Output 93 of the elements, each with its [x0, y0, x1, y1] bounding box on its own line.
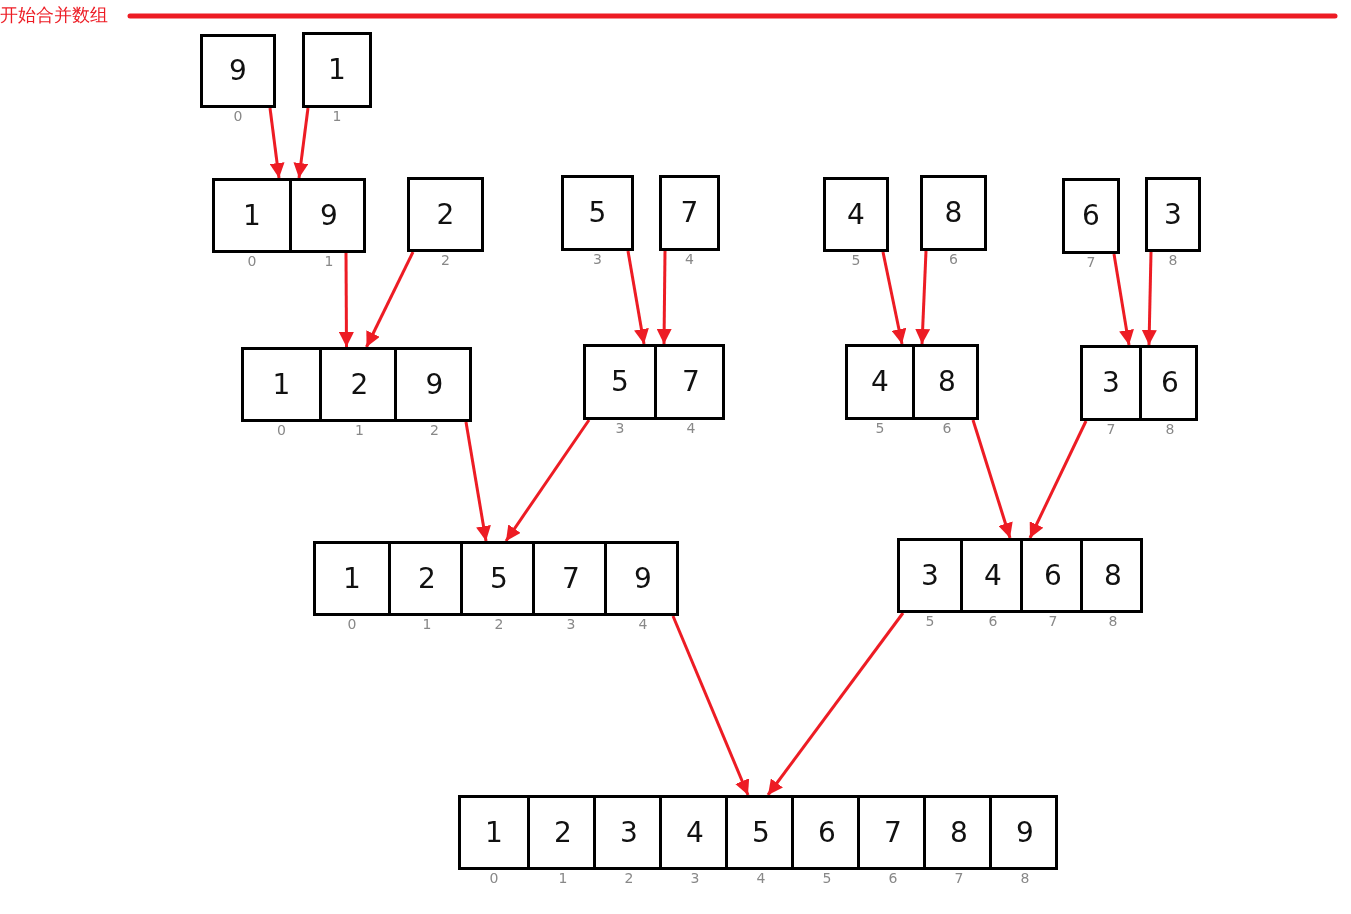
cell-value: 5 — [611, 368, 629, 396]
cell-value: 9 — [229, 57, 247, 85]
arrow — [1028, 420, 1088, 539]
index-label: 6 — [949, 252, 958, 266]
index-label: 5 — [822, 871, 832, 885]
cell-value: 5 — [752, 818, 770, 847]
cell-value: 6 — [1044, 561, 1062, 590]
index-label: 3 — [690, 871, 700, 885]
index-label: 8 — [1168, 253, 1178, 267]
index-label: 7 — [1106, 422, 1116, 436]
arrow — [671, 615, 750, 796]
cell-value: 3 — [1164, 200, 1182, 229]
arrow — [365, 251, 415, 348]
cell-value: 8 — [938, 368, 956, 396]
index-label: 4 — [686, 421, 696, 435]
cell-value: 6 — [1082, 202, 1100, 230]
index-label: 0 — [489, 871, 499, 885]
heading: 开始合并数组 — [0, 5, 108, 25]
cell-value: 3 — [1102, 369, 1120, 397]
index-label: 4 — [756, 871, 766, 885]
cell-value: 4 — [847, 200, 865, 229]
cell-value: 4 — [686, 818, 704, 847]
arrow — [656, 251, 672, 344]
index-label: 6 — [888, 871, 898, 885]
cell-value: 5 — [490, 564, 508, 593]
cell-value: 7 — [562, 564, 580, 593]
cell-value: 1 — [343, 564, 361, 593]
index-label: 1 — [558, 871, 568, 885]
index-label: 1 — [422, 617, 432, 631]
cell-value: 2 — [436, 200, 455, 229]
cell-value: 7 — [884, 818, 902, 847]
index-label: 7 — [1048, 614, 1058, 628]
index-label: 1 — [332, 109, 342, 123]
arrow — [626, 250, 649, 345]
arrow — [915, 250, 931, 345]
index-label: 0 — [233, 109, 243, 123]
arrow — [881, 251, 907, 345]
cell-value: 3 — [921, 561, 939, 590]
arrow — [504, 419, 591, 542]
cell-value: 1 — [328, 56, 346, 84]
index-label: 4 — [685, 252, 694, 266]
index-label: 0 — [247, 254, 257, 268]
index-label: 0 — [347, 617, 357, 631]
cell-value: 4 — [871, 368, 889, 396]
cell-value: 6 — [1161, 369, 1179, 397]
index-label: 8 — [1165, 422, 1175, 436]
index-label: 2 — [624, 871, 634, 885]
index-label: 1 — [355, 423, 364, 437]
cell-value: 8 — [950, 818, 968, 847]
index-label: 6 — [988, 614, 998, 628]
cell-value: 9 — [425, 370, 444, 399]
index-label: 5 — [875, 421, 885, 435]
index-label: 0 — [277, 423, 286, 437]
index-label: 8 — [1020, 871, 1030, 885]
arrow — [1141, 251, 1157, 346]
cell-value: 7 — [682, 368, 700, 396]
cell-value: 1 — [243, 201, 261, 230]
cell-value: 1 — [272, 370, 291, 399]
cell-value: 2 — [554, 818, 572, 847]
index-label: 4 — [638, 617, 648, 631]
arrow — [338, 253, 354, 347]
cell-value: 9 — [634, 564, 652, 593]
cell-value: 2 — [350, 370, 369, 399]
arrow — [293, 107, 310, 179]
index-label: 5 — [851, 253, 861, 267]
cell-value: 2 — [418, 564, 436, 593]
cell-value: 6 — [818, 818, 836, 847]
cell-value: 9 — [1016, 818, 1034, 847]
index-label: 2 — [441, 253, 450, 267]
index-label: 7 — [954, 871, 964, 885]
cell-value: 4 — [984, 561, 1002, 590]
arrow — [1112, 253, 1134, 346]
index-label: 8 — [1108, 614, 1118, 628]
cell-value: 9 — [320, 201, 338, 230]
index-label: 2 — [494, 617, 504, 631]
arrow — [464, 421, 491, 542]
cell-value: 7 — [680, 199, 699, 227]
cell-value: 8 — [944, 199, 963, 227]
index-label: 6 — [942, 421, 952, 435]
cell-value: 3 — [620, 818, 638, 847]
index-label: 1 — [324, 254, 334, 268]
arrow — [971, 419, 1013, 539]
index-label: 3 — [615, 421, 625, 435]
index-label: 7 — [1086, 255, 1096, 269]
index-label: 5 — [925, 614, 935, 628]
index-label: 2 — [430, 423, 439, 437]
cell-value: 5 — [588, 199, 607, 227]
index-label: 3 — [593, 252, 602, 266]
index-label: 3 — [566, 617, 576, 631]
arrow — [766, 612, 905, 796]
arrow — [268, 107, 285, 179]
cell-value: 1 — [485, 818, 503, 847]
cell-value: 8 — [1104, 561, 1122, 590]
